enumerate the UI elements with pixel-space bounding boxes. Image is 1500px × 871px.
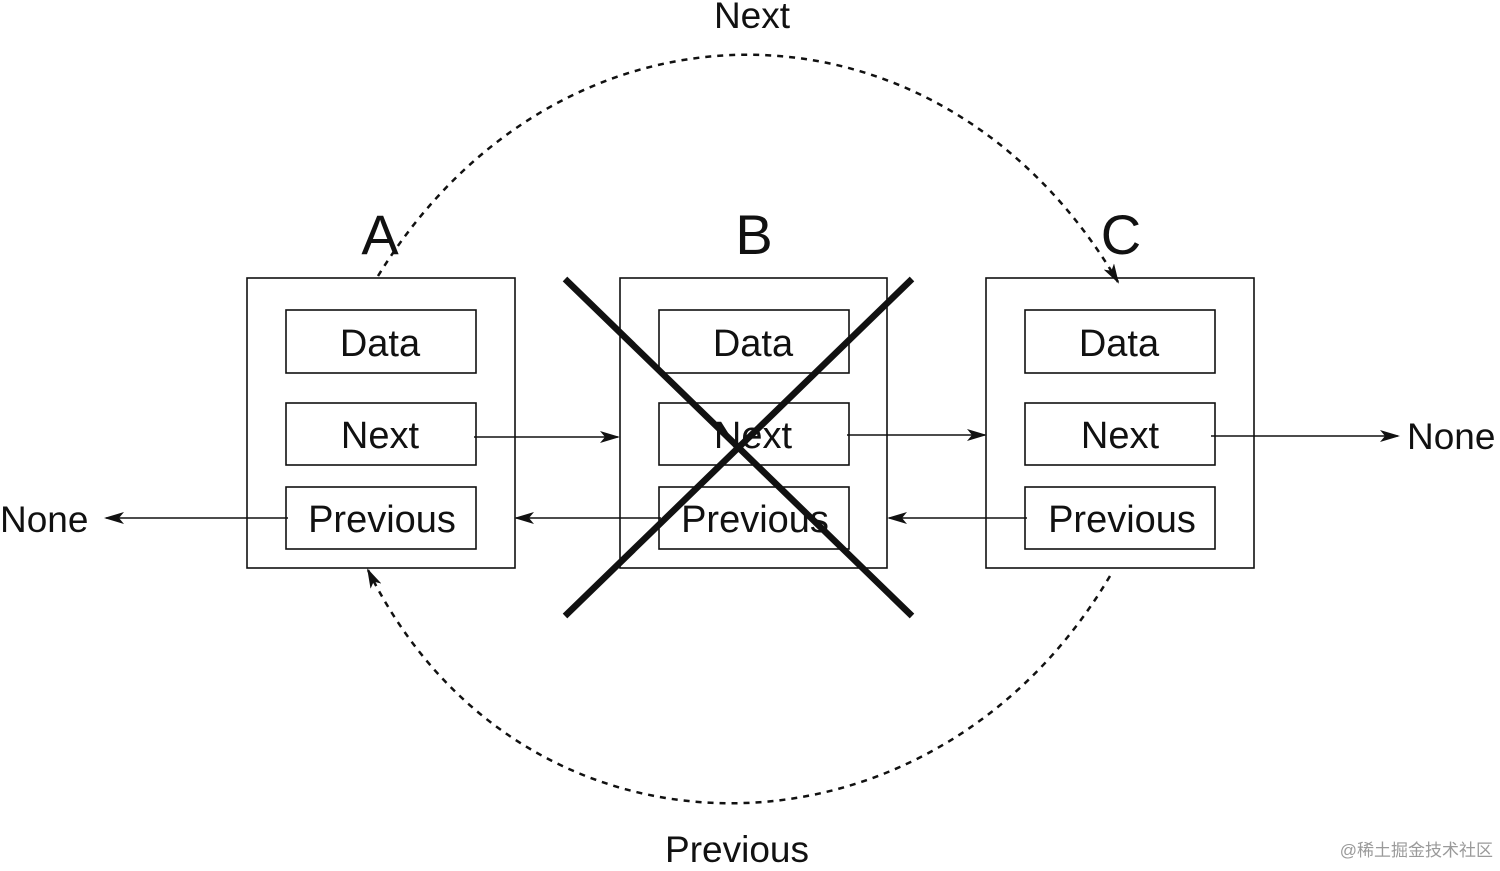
node-c-next-text: Next xyxy=(1081,415,1160,457)
watermark-text: @稀土掘金技术社区 xyxy=(1340,841,1493,860)
node-a-box xyxy=(246,277,516,569)
none-left-label: None xyxy=(0,499,88,540)
next-bypass-arc xyxy=(376,53,1120,284)
arc-top-label: Next xyxy=(714,0,791,36)
node-c-next-field xyxy=(1024,402,1216,466)
node-b-previous-text: Previous xyxy=(681,499,829,541)
node-a-previous-text: Previous xyxy=(308,499,456,541)
node-b-label: B xyxy=(735,203,772,266)
node-b-data-text: Data xyxy=(713,323,794,365)
node-c: C Data Next Previous xyxy=(985,203,1255,569)
node-b-box xyxy=(619,277,888,569)
arc-bottom-label: Previous xyxy=(665,829,809,866)
none-right-label: None xyxy=(1407,416,1495,457)
node-c-data-text: Data xyxy=(1079,323,1160,365)
node-c-data-field xyxy=(1024,309,1216,374)
node-c-label: C xyxy=(1101,203,1141,266)
node-a-label: A xyxy=(361,203,399,266)
node-a-next-text: Next xyxy=(341,415,420,457)
node-a-data-field xyxy=(285,309,477,374)
node-c-box xyxy=(985,277,1255,569)
node-a-data-text: Data xyxy=(340,323,421,365)
delete-cross-icon xyxy=(562,276,915,619)
previous-bypass-arc xyxy=(366,568,1112,805)
node-b: B Data Next Previous xyxy=(619,203,888,569)
node-c-previous-text: Previous xyxy=(1048,499,1196,541)
node-a: A Data Next Previous xyxy=(246,203,516,569)
node-a-next-field xyxy=(285,402,477,466)
